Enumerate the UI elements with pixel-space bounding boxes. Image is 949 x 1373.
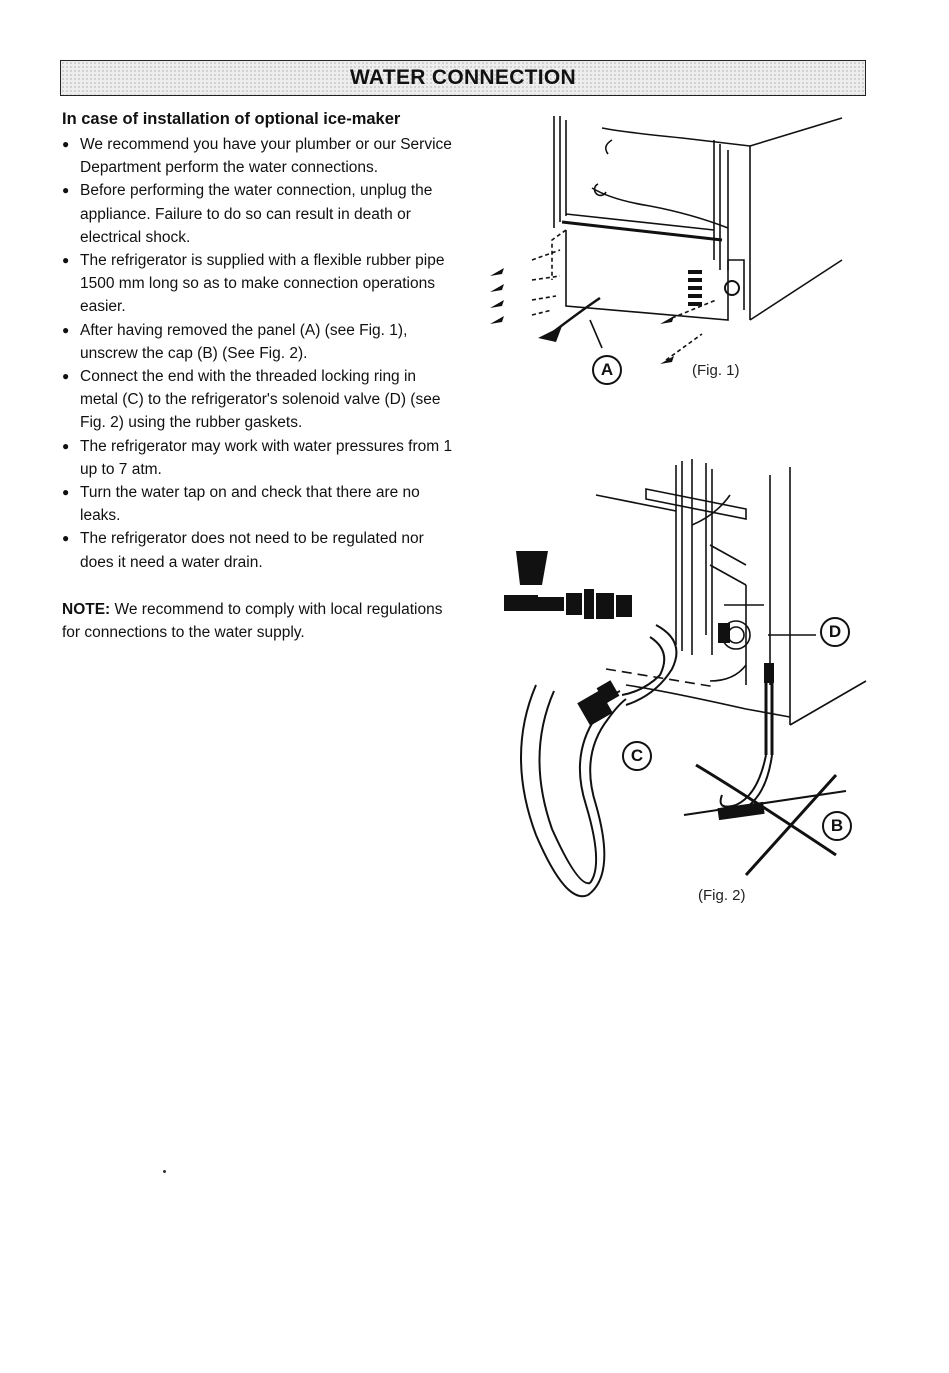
fig2-hose-connection-illustration xyxy=(504,459,867,898)
fig2-caption: (Fig. 2) xyxy=(698,887,746,904)
list-item-text: Connect the end with the threaded lockin… xyxy=(80,368,441,432)
callout-c: C xyxy=(622,741,652,771)
section-title-bar: WATER CONNECTION xyxy=(60,60,866,96)
bullet-icon: ● xyxy=(62,183,70,198)
list-item: ● Before performing the water connection,… xyxy=(62,179,457,249)
list-item-text: The refrigerator may work with water pre… xyxy=(80,437,453,478)
list-item-text: We recommend you have your plumber or ou… xyxy=(80,136,452,177)
callout-d: D xyxy=(820,617,850,647)
list-item: ● Connect the end with the threaded locki… xyxy=(62,365,457,435)
list-item-text: After having removed the panel (A) (see … xyxy=(80,321,408,362)
callout-b: B xyxy=(822,811,852,841)
list-item: ● Turn the water tap on and check that th… xyxy=(62,481,457,527)
bullet-icon: ● xyxy=(62,438,70,453)
fig1-caption: (Fig. 1) xyxy=(692,362,740,379)
section-heading: In case of installation of optional ice-… xyxy=(62,110,401,128)
bullet-icon: ● xyxy=(62,137,70,151)
bullet-icon: ● xyxy=(62,253,70,268)
instruction-list: ● We recommend you have your plumber or o… xyxy=(62,133,457,574)
list-item: ● We recommend you have your plumber or o… xyxy=(62,133,457,179)
instructions-column: In case of installation of optional ice-… xyxy=(62,110,457,644)
list-item-text: Before performing the water connection, … xyxy=(80,182,433,246)
bullet-icon: ● xyxy=(62,485,70,500)
note-text: We recommend to comply with local regula… xyxy=(62,600,443,642)
list-item-text: The refrigerator does not need to be reg… xyxy=(80,530,424,571)
list-item: ● The refrigerator may work with water pr… xyxy=(62,435,457,481)
note-label: NOTE: xyxy=(62,600,111,618)
list-item: ● The refrigerator is supplied with a fle… xyxy=(62,249,457,319)
note-paragraph: NOTE: We recommend to comply with local … xyxy=(62,598,457,644)
list-item: ● After having removed the panel (A) (see… xyxy=(62,319,457,365)
callout-a: A xyxy=(592,355,622,385)
fig1-panel-removal-illustration xyxy=(490,116,843,364)
page-title: WATER CONNECTION xyxy=(349,66,577,89)
bullet-icon: ● xyxy=(62,369,70,384)
list-item-text: Turn the water tap on and check that the… xyxy=(80,484,420,525)
list-item-text: The refrigerator is supplied with a flex… xyxy=(80,252,445,316)
bullet-icon: ● xyxy=(62,531,70,546)
list-item: ● The refrigerator does not need to be re… xyxy=(62,527,457,573)
print-speck xyxy=(163,1170,166,1173)
bullet-icon: ● xyxy=(62,322,70,337)
